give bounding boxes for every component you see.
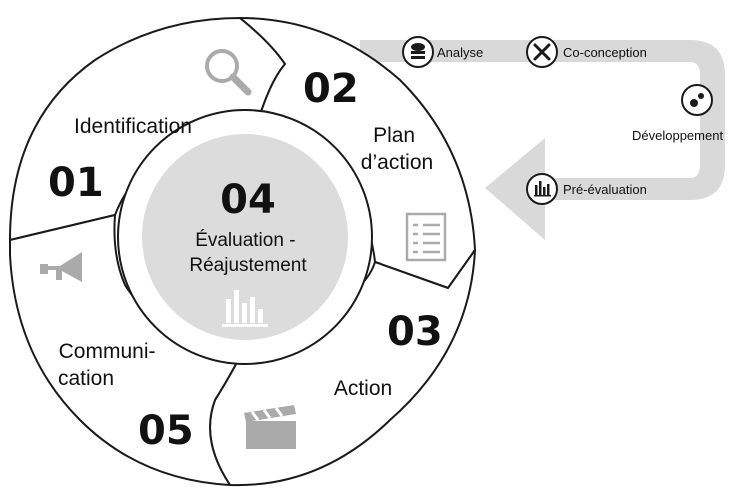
segment-number-05: 05 — [138, 408, 194, 454]
segment-label-evaluation: Évaluation - Réajustement — [189, 230, 307, 276]
segment-number-03: 03 — [387, 309, 443, 355]
step-label-pre-evaluation: Pré-évaluation — [563, 182, 647, 197]
magnifier-icon — [205, 49, 252, 96]
step-label-co-conception: Co-conception — [563, 45, 647, 60]
step-label-analyse: Analyse — [437, 45, 483, 60]
step-label-developpement: Développement — [632, 128, 723, 143]
step-developpement[interactable]: Développement — [632, 84, 723, 143]
segment-communication[interactable] — [9, 214, 251, 486]
bar-chart-icon — [534, 181, 551, 197]
gears-icon — [690, 93, 704, 107]
clapperboard-icon — [244, 405, 296, 449]
segment-number-04: 04 — [220, 177, 276, 223]
megaphone-icon — [40, 252, 82, 282]
tools-icon — [533, 43, 551, 61]
segment-number-01: 01 — [48, 160, 104, 206]
step-co-conception[interactable]: Co-conception — [526, 36, 647, 68]
checklist-icon — [405, 212, 447, 262]
segment-label-action: Action — [334, 377, 392, 400]
center-circle[interactable] — [142, 134, 348, 340]
segment-label-communication: Communi- cation — [58, 340, 161, 390]
step-pre-evaluation[interactable]: Pré-évaluation — [526, 173, 647, 205]
return-arrow — [360, 40, 725, 240]
brain-icon — [411, 43, 425, 59]
segment-label-plan-action: Plan d’action — [361, 124, 433, 174]
segment-number-02: 02 — [303, 66, 359, 112]
center-bar-chart-icon — [222, 290, 268, 327]
segment-label-identification: Identification — [74, 115, 192, 138]
step-analyse[interactable]: Analyse — [402, 36, 483, 68]
